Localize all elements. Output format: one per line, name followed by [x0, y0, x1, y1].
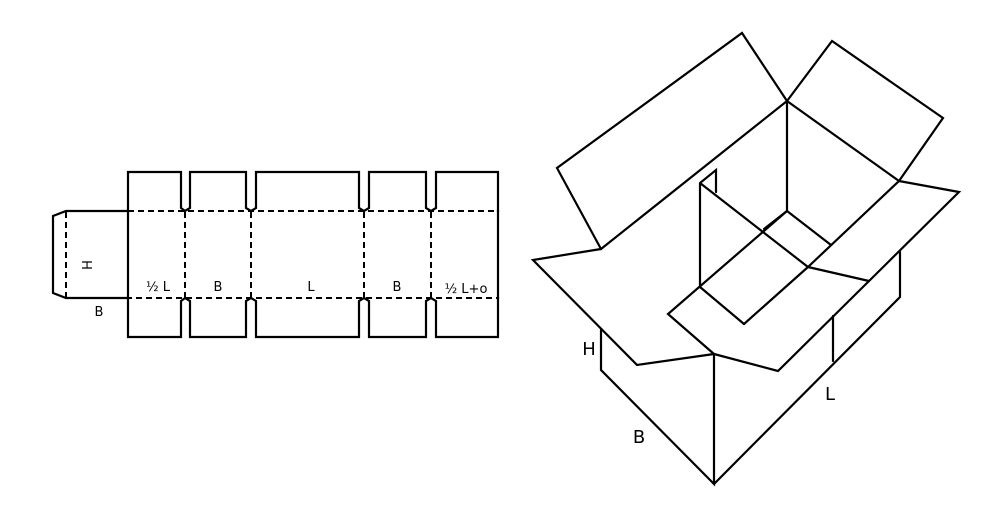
box-top-flap-front-right-inner	[806, 265, 871, 283]
panel-label-1: ½ L	[146, 280, 171, 295]
panel-label-5: ½ L+o	[445, 282, 488, 297]
box-top-flap-front-left	[530, 247, 716, 367]
box-inner-floor-edge	[762, 209, 789, 231]
bottom-flap-1	[126, 296, 187, 339]
box-length-label: L	[825, 384, 835, 405]
flat-glue-flap-label: B	[95, 305, 104, 320]
glue-flap-outline	[51, 209, 130, 300]
box-height-label: H	[582, 339, 596, 360]
box-inner-floor-right	[785, 209, 833, 247]
flat-box-layout: H B ½ L B L B ½ L+o	[51, 170, 500, 339]
box-top-flap-front-right	[712, 179, 962, 373]
box-top-flap-back-right	[785, 39, 945, 183]
top-flap-2	[183, 170, 253, 213]
box-front-left-wall	[599, 328, 716, 487]
panel-strip-outline	[126, 209, 500, 300]
box-partition-base	[698, 285, 746, 326]
bottom-flap-4	[362, 296, 433, 339]
box-front-right-wall	[712, 250, 902, 486]
bottom-flap-3	[249, 296, 366, 339]
top-flap-4	[362, 170, 433, 213]
box-top-flap-back-left	[555, 31, 789, 251]
top-flap-3	[249, 170, 366, 213]
bottom-flap-5	[429, 296, 500, 339]
panel-label-2: B	[214, 280, 223, 295]
box-partition	[698, 167, 810, 326]
bottom-flap-2	[183, 296, 253, 339]
flat-height-label: H	[78, 260, 93, 270]
box-width-label: B	[633, 427, 645, 448]
top-flap-5	[429, 170, 500, 213]
panel-label-4: B	[393, 280, 402, 295]
panel-label-3: L	[307, 280, 315, 295]
open-box-3d: H B L	[530, 31, 962, 487]
top-flap-1	[126, 170, 187, 213]
box-inner-back-right	[785, 99, 901, 269]
box-inner-back-left	[599, 98, 789, 356]
